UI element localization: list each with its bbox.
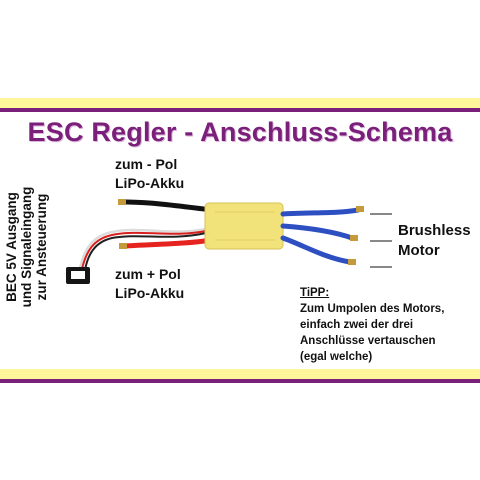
battery-positive-wire: [122, 237, 215, 249]
top-yellow-band: [0, 98, 480, 108]
positive-wire-tip: [119, 243, 127, 249]
positive-pole-label: zum + Pol LiPo-Akku: [115, 266, 185, 301]
battery-negative-wire: [121, 199, 215, 213]
esc-body: [204, 202, 284, 250]
top-purple-rule: [0, 108, 480, 112]
negative-wire-tip: [118, 199, 126, 205]
motor-wire-2: [280, 223, 355, 241]
servo-wire-red: [81, 230, 207, 270]
motor-wire-1: [280, 207, 361, 217]
motor-wire-3: [280, 235, 353, 265]
tip-note: TiPP: Zum Umpolen des Motors, einfach zw…: [300, 287, 445, 363]
bottom-purple-rule: [0, 379, 480, 383]
bottom-yellow-band: [0, 369, 480, 379]
negative-pole-label: zum - Pol LiPo-Akku: [115, 156, 185, 191]
servo-wire-white: [78, 227, 207, 269]
tip-heading: TiPP:: [300, 287, 330, 299]
servo-wire-black: [84, 232, 207, 271]
bec-signal-label: BEC 5V Ausgang und Signaleingang zur Ans…: [4, 186, 49, 308]
page-title: ESC Regler - Anschluss-Schema: [27, 117, 453, 147]
motor-label: Brushless Motor: [398, 222, 471, 259]
